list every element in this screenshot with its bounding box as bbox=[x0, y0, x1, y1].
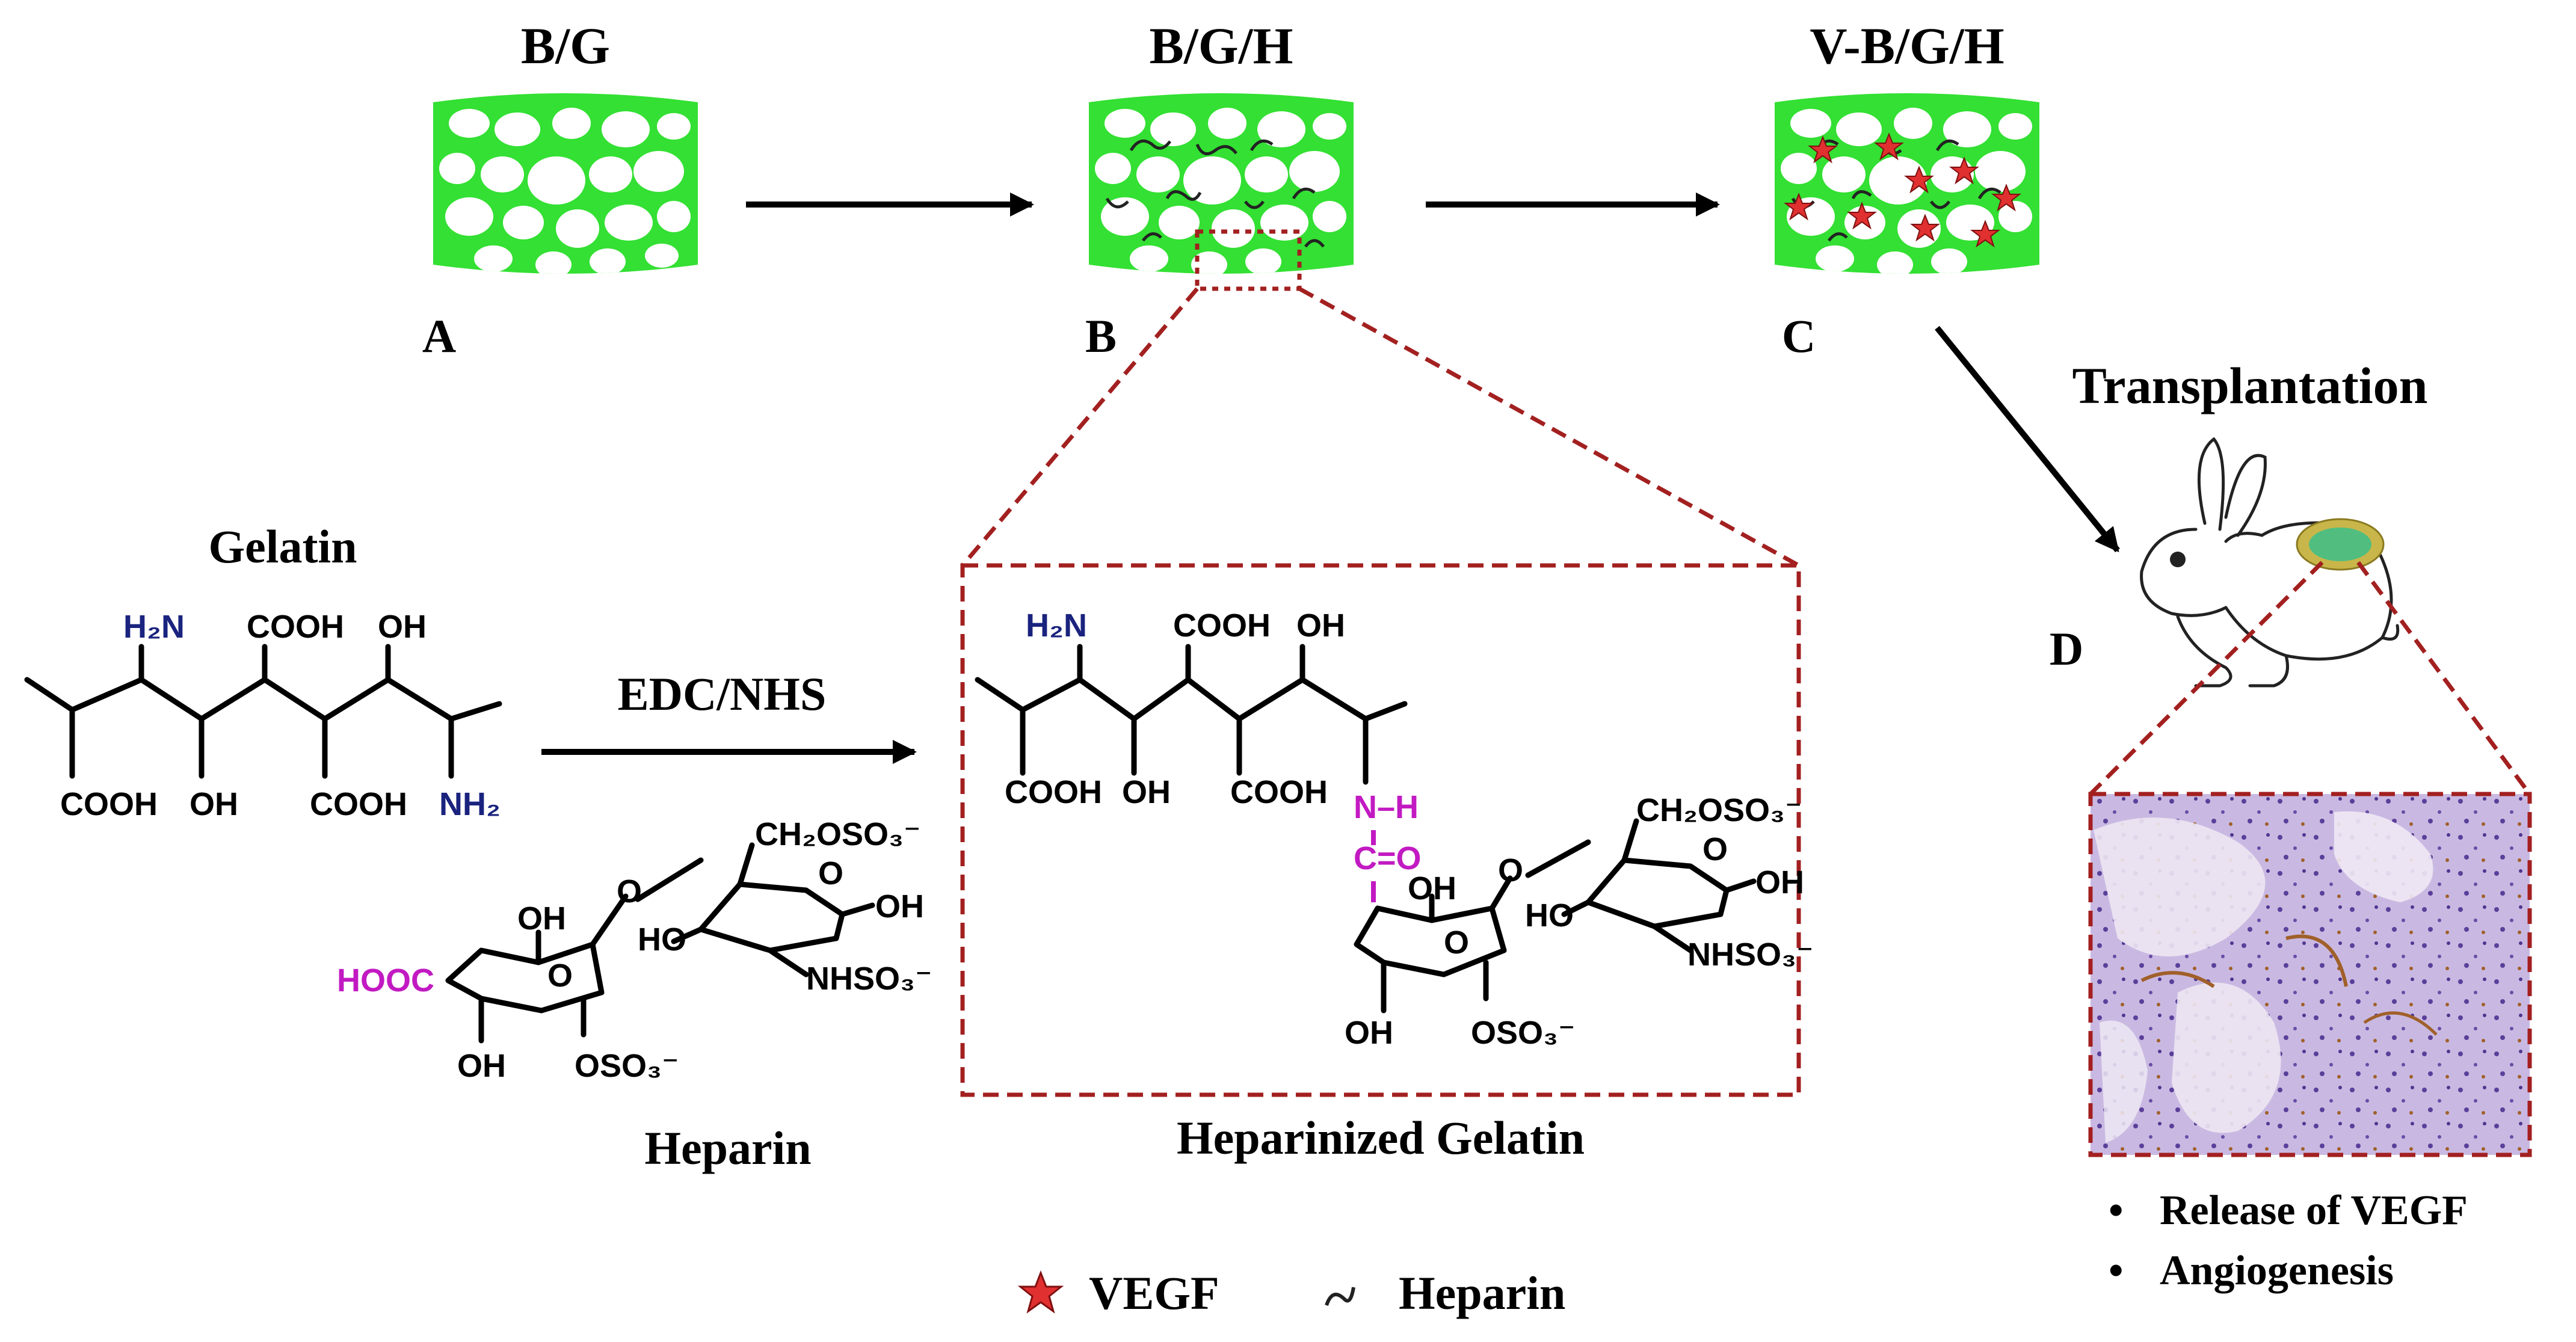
arrow-c-to-transplant bbox=[1935, 325, 2120, 553]
gelatin-hydroxyl-1: OH bbox=[378, 609, 427, 645]
product-carboxyl-2: COOH bbox=[1005, 774, 1102, 810]
scaffold-c-letter: C bbox=[1782, 310, 1816, 362]
legend: VEGF Heparin bbox=[1017, 1267, 1565, 1319]
heparin-ch2oso3: CH₂OSO₃⁻ bbox=[755, 816, 920, 852]
product-sulfate: OSO₃⁻ bbox=[1471, 1015, 1576, 1051]
product-ring-oxygen-1: O bbox=[1444, 925, 1469, 961]
product-amine: H₂N bbox=[1026, 608, 1087, 644]
heparin-ring-oxygen-2: O bbox=[818, 855, 843, 891]
product-ch2oso3: CH₂OSO₃⁻ bbox=[1636, 792, 1802, 828]
heparin-sulfate-1: OSO₃⁻ bbox=[575, 1048, 679, 1084]
gelatin-carboxyl-3: COOH bbox=[310, 786, 407, 822]
gelatin-carboxyl-1: COOH bbox=[247, 609, 344, 645]
scaffold-c-title: V-B/G/H bbox=[1810, 17, 2004, 75]
heparin-strands bbox=[1105, 139, 1325, 248]
product-hydroxyl-3: OH bbox=[1408, 870, 1456, 906]
rabbit-eye bbox=[2170, 552, 2186, 567]
heparin-legend-icon bbox=[1325, 1287, 1355, 1307]
transplantation-title: Transplantation bbox=[2072, 357, 2428, 414]
gelatin-structure: Gelatin H₂N COOH OH COOH OH COOH NH₂ bbox=[24, 520, 502, 822]
scaffold-b: B/G/H B bbox=[1085, 17, 1354, 362]
gelatin-amine-1: H₂N bbox=[123, 609, 185, 645]
gelatin-carboxyl-2: COOH bbox=[60, 786, 158, 822]
product-label: Heparinized Gelatin bbox=[1177, 1112, 1585, 1164]
heparin-nhso3: NHSO₃⁻ bbox=[806, 961, 932, 997]
heparin-label: Heparin bbox=[644, 1122, 811, 1174]
product-box bbox=[960, 563, 1801, 1097]
heparin-hydroxyl-1: OH bbox=[517, 900, 566, 937]
implant-scaffold bbox=[2309, 528, 2371, 561]
scaffold-c: V-B/G/H bbox=[1775, 17, 2039, 362]
amide-nh: N–H bbox=[1354, 789, 1419, 825]
scaffold-a-pores bbox=[439, 108, 691, 274]
bullet-dot-2: • bbox=[2109, 1248, 2124, 1294]
zoom-line-b-left bbox=[961, 287, 1199, 567]
vegf-stars bbox=[1784, 132, 2021, 248]
scaffold-a-title: B/G bbox=[521, 17, 610, 75]
scaffold-a: B/G A bbox=[422, 17, 698, 362]
product-nhso3: NHSO₃⁻ bbox=[1687, 937, 1814, 973]
product-glycosidic-o: O bbox=[1498, 852, 1523, 888]
heparin-hydroxyl-3: HO bbox=[638, 922, 686, 958]
legend-vegf: VEGF bbox=[1089, 1267, 1219, 1319]
gelatin-amine-2: NH₂ bbox=[439, 786, 501, 822]
rabbit-illustration bbox=[2140, 437, 2400, 688]
product-ring-oxygen-2: O bbox=[1702, 831, 1728, 867]
vegf-legend-icon bbox=[1017, 1270, 1064, 1314]
outcome-list: • Release of VEGF • Angiogenesis bbox=[2109, 1187, 2468, 1294]
heparin-hydroxyl-2: OH bbox=[457, 1048, 506, 1084]
outcome-angiogenesis: Angiogenesis bbox=[2160, 1248, 2394, 1294]
product-carboxyl-1: COOH bbox=[1173, 608, 1271, 644]
heparin-glycosidic-o: O bbox=[617, 873, 642, 910]
outcome-release-vegf: Release of VEGF bbox=[2160, 1187, 2468, 1234]
heparin-structure: HOOC OH O OH OSO₃⁻ O CH₂OSO₃⁻ O HO OH NH… bbox=[337, 816, 932, 1174]
product-hydroxyl-4: OH bbox=[1345, 1015, 1393, 1051]
reagent-label: EDC/NHS bbox=[618, 668, 827, 720]
heparin-hydroxyl-4: OH bbox=[875, 888, 924, 925]
product-hydroxyl-1: OH bbox=[1296, 608, 1345, 644]
bullet-dot-1: • bbox=[2109, 1187, 2124, 1234]
product-hydroxyl-5: HO bbox=[1525, 897, 1574, 934]
amide-co: C=O bbox=[1354, 840, 1422, 876]
transplant-letter: D bbox=[2050, 623, 2083, 675]
zoom-line-left bbox=[2089, 561, 2324, 796]
histology-image bbox=[2088, 792, 2532, 1157]
heparin-carboxyl: HOOC bbox=[337, 962, 434, 999]
scaffold-b-letter: B bbox=[1085, 310, 1117, 362]
gelatin-label: Gelatin bbox=[209, 520, 357, 573]
scaffold-a-letter: A bbox=[422, 310, 456, 362]
zoom-line-b-right bbox=[1298, 286, 1800, 568]
scaffold-b-title: B/G/H bbox=[1150, 17, 1293, 75]
product-hydroxyl-6: OH bbox=[1755, 864, 1804, 900]
scaffold-c-pores bbox=[1781, 108, 2032, 274]
heparinized-gelatin-structure: H₂N COOH OH COOH OH COOH N–H C=O OH O OH… bbox=[975, 608, 1814, 1051]
scaffold-b-pores bbox=[1095, 108, 1346, 274]
zoom-line-right bbox=[2356, 561, 2531, 796]
gelatin-hydroxyl-2: OH bbox=[190, 786, 238, 822]
zoom-region-marker bbox=[1195, 229, 1302, 291]
product-carboxyl-3: COOH bbox=[1230, 774, 1328, 810]
legend-heparin: Heparin bbox=[1399, 1267, 1565, 1319]
product-hydroxyl-2: OH bbox=[1122, 774, 1171, 810]
heparin-ring-oxygen-1: O bbox=[547, 958, 573, 994]
